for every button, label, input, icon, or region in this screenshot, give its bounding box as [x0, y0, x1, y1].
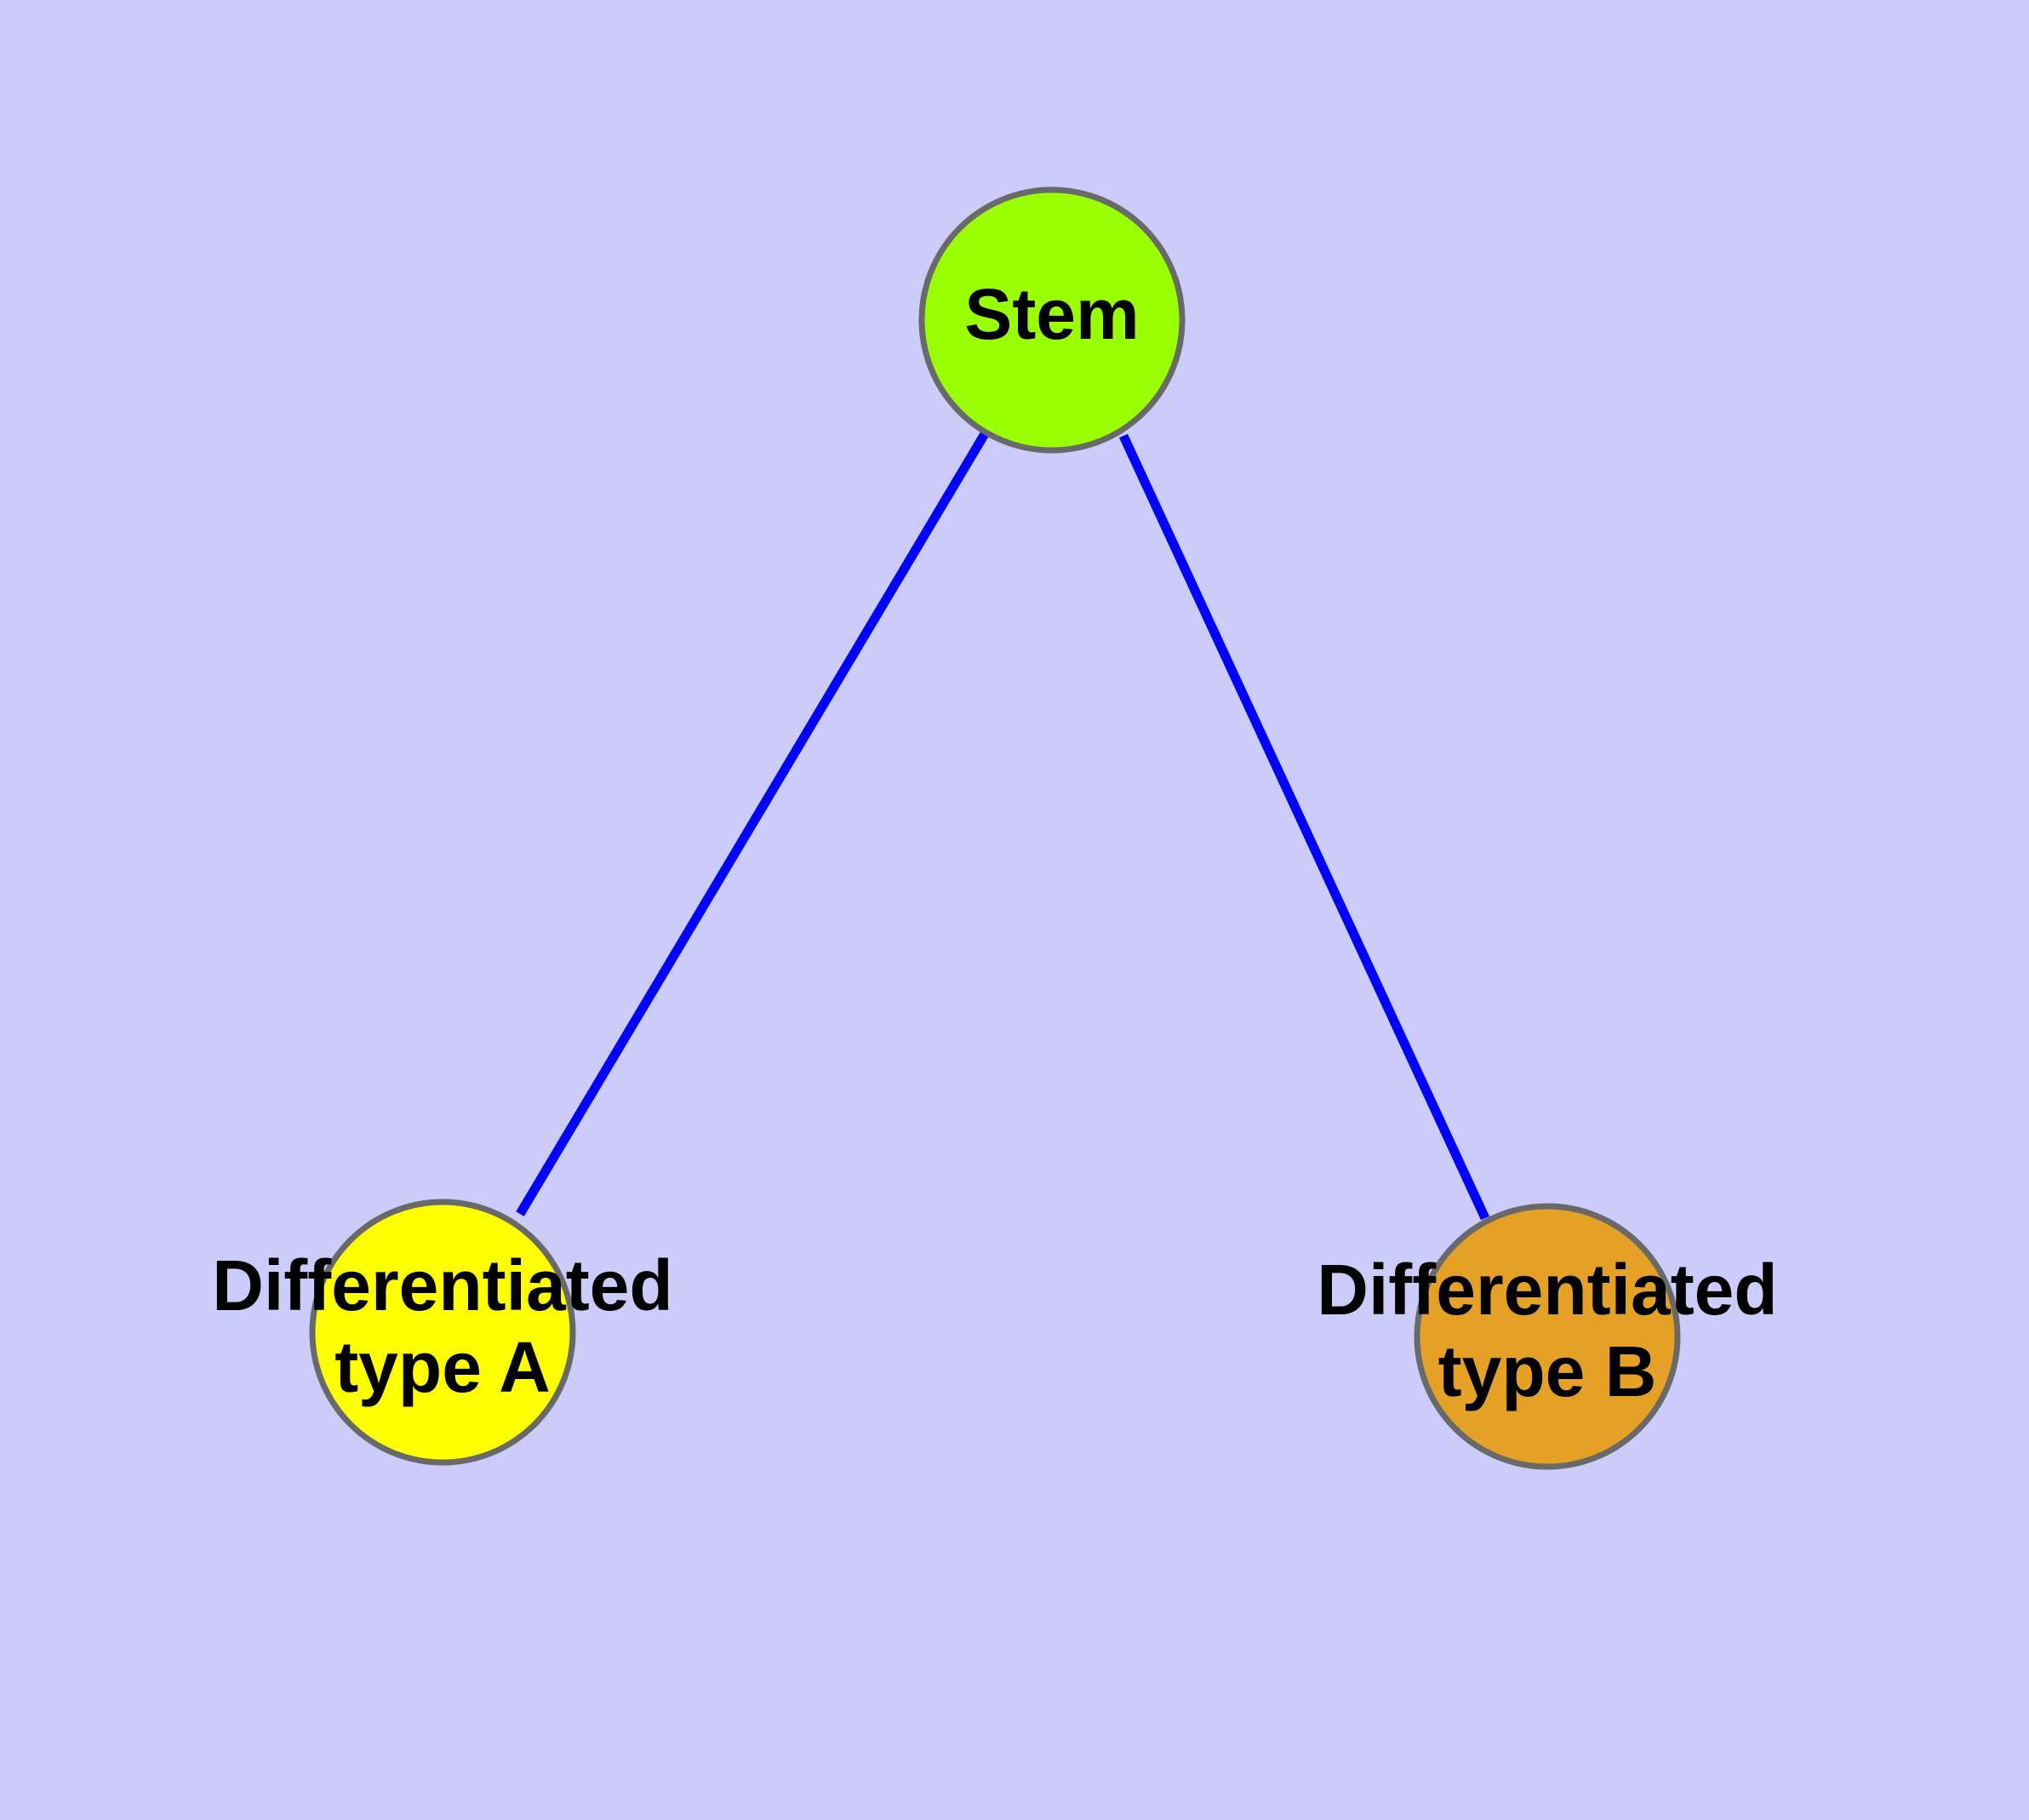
node-circle-stem[interactable] — [918, 186, 1186, 454]
node-label-line: Stem — [964, 274, 1139, 354]
node-label-line: type B — [1438, 1331, 1657, 1411]
node-label-line: Differentiated — [1317, 1250, 1777, 1330]
edge-stem-diff-b[interactable] — [1119, 433, 1489, 1221]
node-label-line: Differentiated — [212, 1245, 672, 1325]
edges-layer — [516, 430, 1489, 1221]
edge-stem-diff-a[interactable] — [516, 430, 990, 1216]
node-stem[interactable]: Stem — [918, 186, 1186, 454]
node-circle-diff_a[interactable] — [309, 1199, 576, 1466]
node-circle-diff_b[interactable] — [1414, 1203, 1681, 1470]
node-label-stem: Stem — [964, 274, 1139, 354]
node-label-line: type A — [334, 1327, 551, 1407]
